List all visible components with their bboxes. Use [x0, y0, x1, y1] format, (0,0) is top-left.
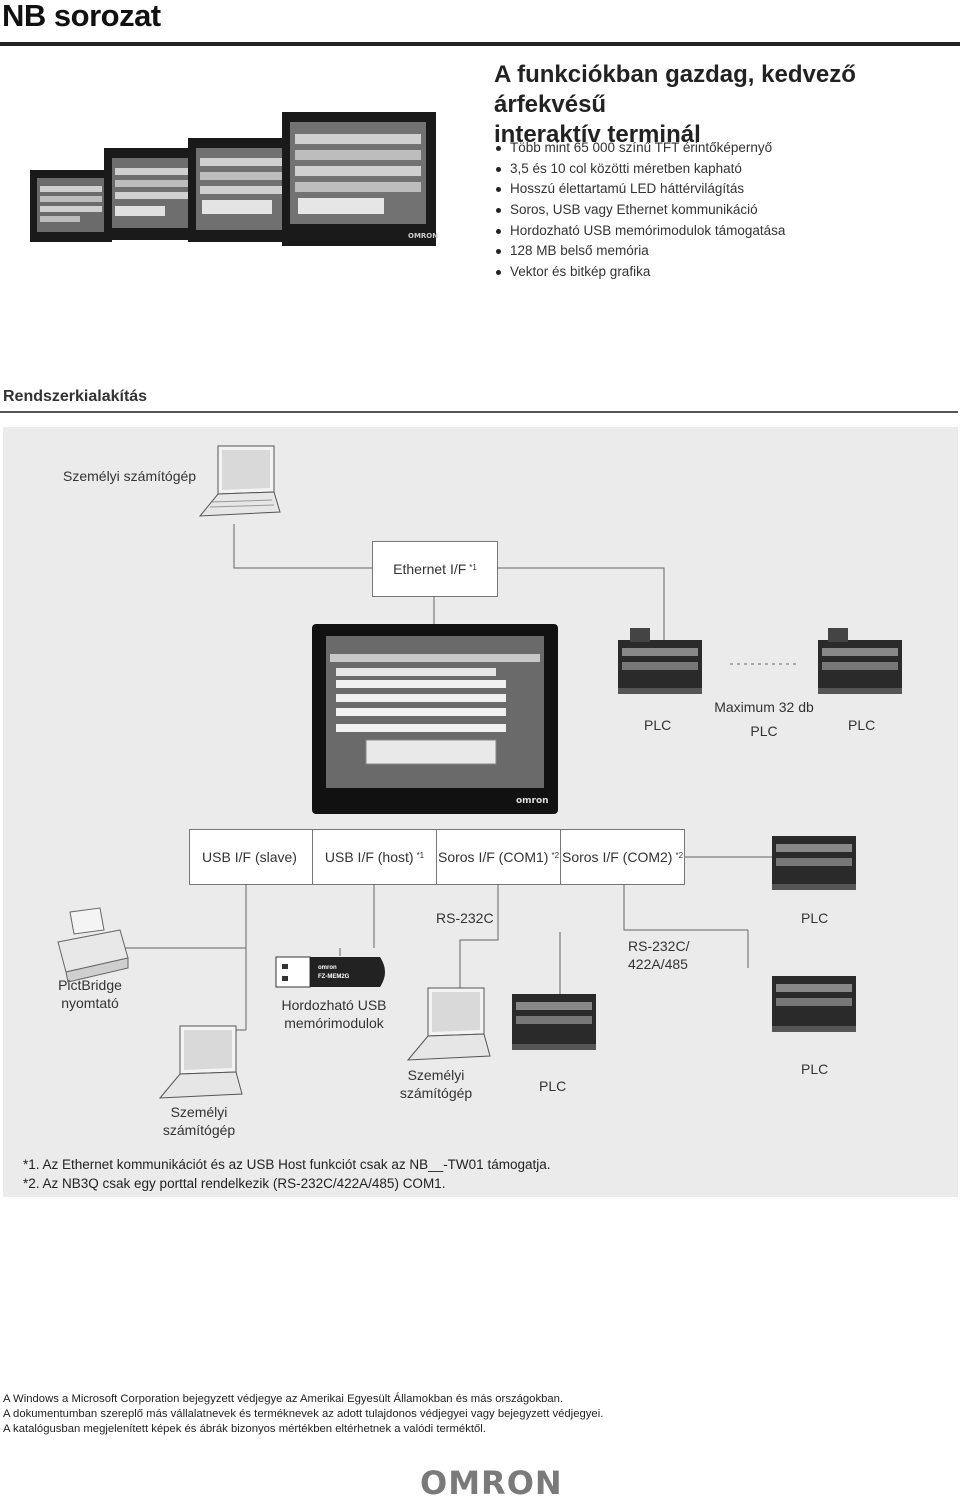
screen-brand: omron [516, 796, 549, 806]
plc-icon [772, 836, 856, 890]
plc-max-count: Maximum 32 db PLC [712, 698, 816, 740]
headline-line-2: interaktív terminál [494, 121, 701, 148]
terminal-screen-icon: omron [312, 624, 558, 814]
terminal-small [30, 170, 112, 242]
feature-item: Soros, USB vagy Ethernet kommunikáció [495, 200, 785, 221]
terminal-xlarge: OMRON [282, 112, 438, 246]
plc-label: PLC [801, 1061, 829, 1077]
legal-notice: A Windows a Microsoft Corporation bejegy… [3, 1392, 603, 1436]
laptop-icon [406, 987, 491, 1061]
rs485-label-line-1: RS-232C/ [628, 938, 690, 954]
series-title: NB sorozat [2, 0, 161, 33]
feature-item: 3,5 és 10 col közötti méretben kapható [495, 159, 785, 180]
rs232c-label: RS-232C [436, 910, 494, 926]
ethernet-interface-note: *1 [469, 562, 477, 572]
plc-max-count-plc: PLC [750, 723, 778, 739]
plc-max-count-line: Maximum 32 db [714, 699, 814, 715]
top-pc-label: Személyi számítógép [63, 468, 197, 484]
plc-icon [772, 976, 856, 1032]
footnote: *1. Az Ethernet kommunikációt és az USB … [23, 1157, 551, 1172]
feature-item: Több mint 65 000 színű TFT érintőképerny… [495, 138, 785, 159]
headline-line-1: A funkciókban gazdag, kedvező árfekvésű [494, 61, 856, 118]
feature-item: Vektor és bitkép grafika [495, 262, 785, 283]
plc-icon [618, 628, 702, 694]
feature-list: Több mint 65 000 színű TFT érintőképerny… [495, 138, 785, 283]
pc-label-line-2: számítógép [399, 1085, 473, 1101]
ethernet-interface-label: Ethernet I/F [393, 561, 467, 577]
usb-memory-label-line-1: Hordozható USB [281, 997, 387, 1013]
omron-logo: omron [420, 1464, 563, 1502]
plc-label: PLC [539, 1078, 567, 1094]
interface-label: Soros I/F (COM1) [437, 849, 549, 865]
rs485-label-line-2: 422A/485 [628, 956, 688, 972]
printer-label-line-1: PictBridge [58, 977, 122, 993]
plc-label: PLC [644, 717, 672, 733]
usb-memory-label-line-2: memórimodulok [284, 1015, 384, 1031]
feature-item: Hordozható USB memórimodulok támogatása [495, 221, 785, 242]
interface-note: *2 [551, 850, 560, 860]
legal-line: A Windows a Microsoft Corporation bejegy… [3, 1393, 564, 1405]
rs485-label: RS-232C/ 422A/485 [628, 937, 689, 973]
headline: A funkciókban gazdag, kedvező árfekvésű … [494, 60, 954, 150]
laptop-icon [158, 1025, 243, 1099]
svg-text:OMRON: OMRON [408, 232, 438, 240]
footnote: *2. Az NB3Q csak egy porttal rendelkezik… [23, 1176, 446, 1191]
laptop-icon [198, 445, 281, 517]
interface-usb-host: USB I/F (host)*1 [313, 830, 437, 884]
title-rule [0, 42, 960, 46]
usb-stick-icon: omron FZ-MEM2G [275, 956, 385, 988]
plc-icon [512, 994, 596, 1050]
interface-bar: USB I/F (slave) USB I/F (host)*1 Soros I… [189, 829, 685, 885]
interface-label: Soros I/F (COM2) [561, 849, 673, 865]
interface-note: *1 [416, 850, 425, 860]
footnotes: *1. Az Ethernet kommunikációt és az USB … [23, 1155, 550, 1193]
pc-label-line-1: Személyi [170, 1104, 228, 1120]
interface-usb-slave: USB I/F (slave) [190, 830, 313, 884]
pc-label-line-1: Személyi [407, 1067, 465, 1083]
feature-item: Hosszú élettartamú LED háttérvilágítás [495, 179, 785, 200]
pc-label-line-2: számítógép [162, 1122, 236, 1138]
interface-note: *2 [675, 850, 684, 860]
usb-memory-label: Hordozható USB memórimodulok [272, 996, 396, 1032]
printer-label-line-2: nyomtató [61, 995, 119, 1011]
interface-com1: Soros I/F (COM1)*2 [437, 830, 561, 884]
printer-label: PictBridge nyomtató [50, 976, 130, 1012]
pc-label-middle: Személyi számítógép [393, 1066, 479, 1102]
terminal-medium [104, 148, 202, 240]
section-title: Rendszerkialakítás [3, 388, 148, 405]
legal-line: A katalógusban megjelenített képek és áb… [3, 1422, 486, 1435]
printer-icon [57, 907, 129, 983]
plc-label: PLC [848, 717, 876, 733]
usb-stick-model: FZ-MEM2G [318, 974, 350, 980]
usb-stick-brand: omron [318, 965, 337, 971]
interface-com2: Soros I/F (COM2)*2 [561, 830, 684, 884]
feature-item: 128 MB belső memória [495, 241, 785, 262]
pc-label-lower-left: Személyi számítógép [156, 1103, 242, 1139]
interface-label: USB I/F (host) [324, 849, 414, 865]
legal-line: A dokumentumban szereplő más vállalatnev… [3, 1407, 604, 1420]
ethernet-interface-box: Ethernet I/F*1 [372, 541, 498, 597]
plc-label: PLC [801, 910, 829, 926]
section-rule [0, 411, 958, 413]
interface-label: USB I/F (slave) [202, 849, 297, 865]
plc-icon [818, 628, 902, 694]
